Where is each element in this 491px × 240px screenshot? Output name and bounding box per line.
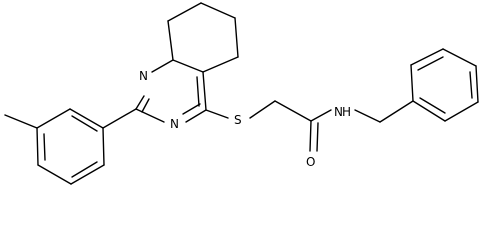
bond-co-nh	[310, 109, 332, 122]
molecule-structure-diagram: N N S O N H	[4, 2, 479, 185]
bond-pyr-4b	[196, 76, 200, 107]
bonds	[4, 2, 479, 185]
bond-cyclo-4	[234, 17, 239, 58]
bond-ch2-co	[274, 100, 312, 122]
bond-pyr-4	[202, 71, 207, 111]
bond-pyr-2	[151, 59, 174, 73]
bond-tolyl-inner-2	[71, 161, 98, 178]
bond-tolyl-6	[36, 108, 71, 129]
bond-phenyl-3	[442, 48, 477, 67]
bond-c-o	[309, 120, 312, 152]
bond-tolyl-inner-3	[71, 115, 98, 132]
bond-c-s	[205, 109, 229, 119]
atom-label-hydrogen-amide: H	[342, 105, 351, 119]
bond-methyl	[4, 114, 38, 129]
bond-ch2-phenyl	[379, 100, 414, 123]
bond-phenyl-6	[412, 100, 446, 122]
bond-cyclo-2	[167, 2, 202, 22]
bond-tolyl-2	[37, 164, 72, 185]
bond-pyr-6	[135, 108, 165, 123]
atom-label-nitrogen-ring-top: N	[139, 69, 148, 83]
bond-phenyl-inner-1	[417, 56, 444, 71]
bond-phenyl-inner-2	[469, 71, 473, 99]
bond-pyr-5b	[182, 103, 201, 115]
bond-phenyl-1	[410, 64, 414, 102]
bond-s-ch2	[249, 100, 276, 119]
bond-nh-ch2	[354, 109, 381, 123]
bond-c-o-double	[316, 122, 319, 152]
bond-tolyl-3	[70, 164, 105, 185]
bond-tolyl-4	[102, 127, 105, 166]
bond-pyr-1	[135, 95, 145, 110]
bond-phenyl-inner-3	[419, 97, 446, 114]
bond-aryl-pyrimidine	[102, 108, 137, 129]
atom-labels: N N S O N H	[139, 69, 351, 169]
bond-tolyl-5	[69, 108, 104, 129]
atom-label-nitrogen-amide: N	[334, 105, 343, 119]
bond-tolyl-1	[36, 127, 39, 166]
bond-pyr-5	[185, 109, 207, 123]
bond-cyclo-1	[167, 20, 174, 61]
atom-label-nitrogen-ring-bottom: N	[170, 117, 179, 131]
bond-tolyl-inner-1	[43, 133, 46, 161]
bond-phenyl-5	[444, 101, 479, 122]
bond-cyclo-5	[202, 56, 239, 73]
atom-label-sulfur: S	[234, 113, 242, 127]
bond-pyr-1b	[141, 98, 150, 113]
bond-phenyl-4	[475, 65, 479, 103]
bond-cyclo-3	[200, 2, 236, 19]
atom-label-oxygen: O	[306, 155, 315, 169]
bond-phenyl-2	[410, 48, 444, 66]
bond-pyr-3	[172, 59, 204, 73]
